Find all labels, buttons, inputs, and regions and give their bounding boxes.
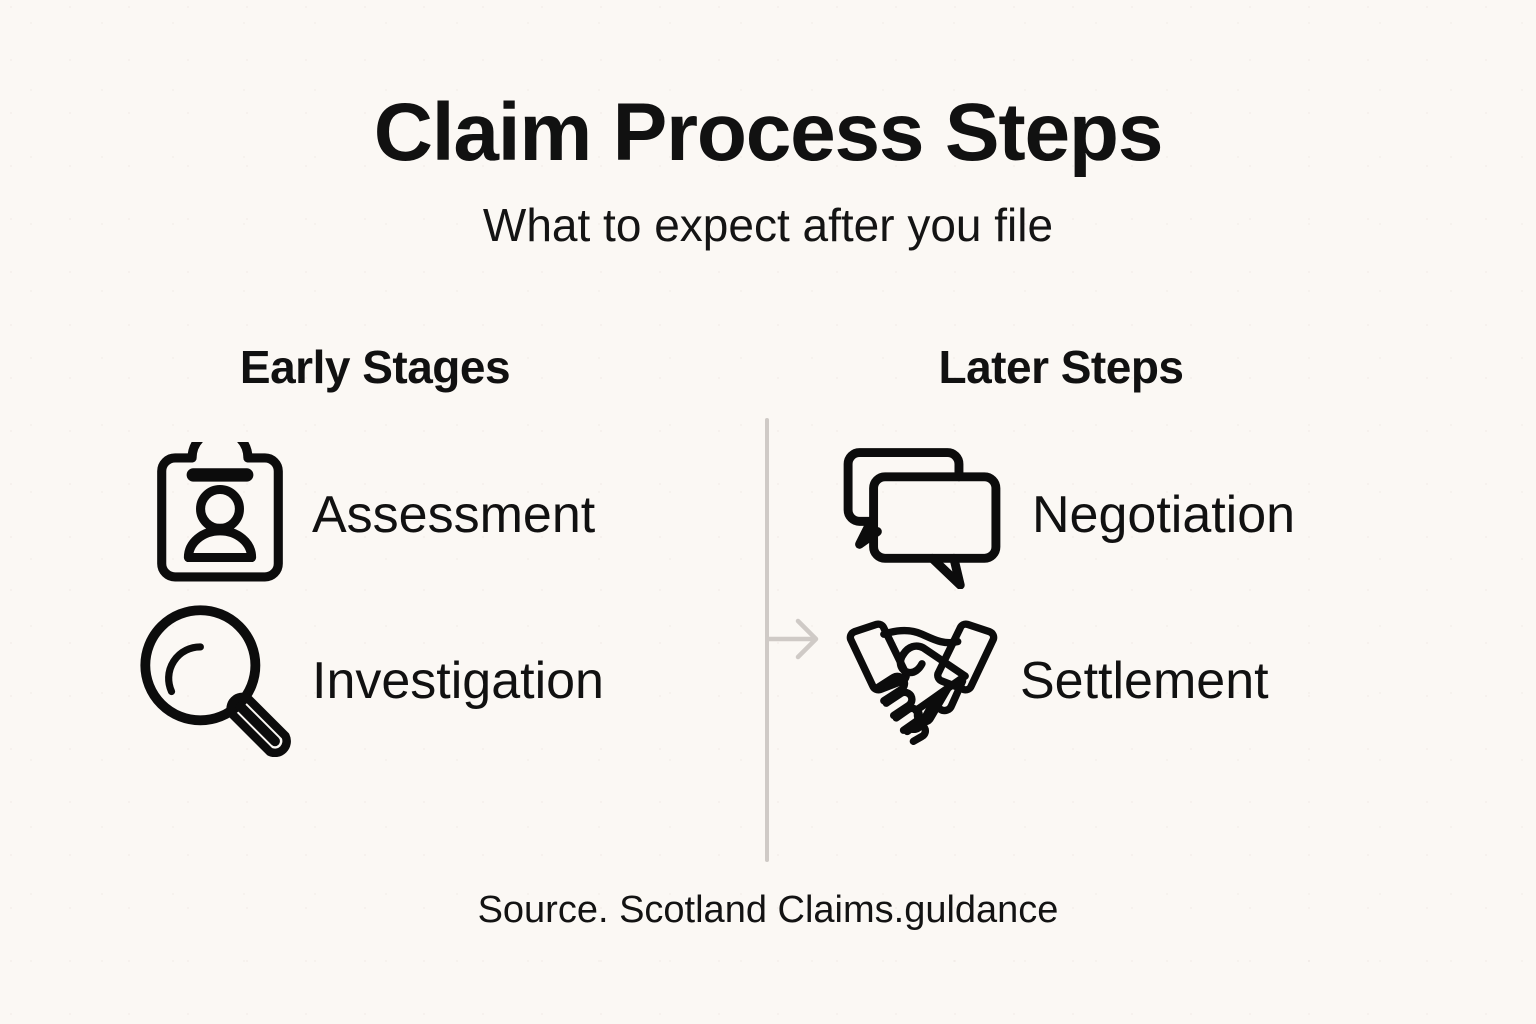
list-item-investigation[interactable]: Investigation	[120, 598, 720, 764]
early-stages-items: Assessment Investi	[120, 432, 720, 764]
column-heading-later-steps: Later Steps	[938, 341, 1184, 393]
list-item-settlement[interactable]: Settlement	[822, 598, 1422, 764]
page-subtitle: What to expect after you file	[482, 199, 1054, 251]
item-label-investigation: Investigation	[312, 652, 604, 710]
handshake-icon	[822, 598, 1022, 764]
arrow-right-icon	[766, 612, 822, 666]
list-item-negotiation[interactable]: Negotiation	[822, 432, 1422, 598]
magnifying-glass-icon	[120, 598, 320, 764]
item-label-negotiation: Negotiation	[1032, 486, 1296, 544]
source-note: Source. Scotland Claims.guldance	[477, 889, 1059, 931]
later-steps-items: Negotiation	[822, 432, 1422, 764]
process-columns: Early Stages	[0, 336, 1536, 876]
column-early-stages: Early Stages	[120, 336, 720, 764]
column-heading-early-stages: Early Stages	[239, 341, 511, 393]
clipboard-person-icon	[120, 432, 320, 598]
page-title: Claim Process Steps	[373, 87, 1164, 178]
item-label-assessment: Assessment	[312, 486, 596, 544]
list-item-assessment[interactable]: Assessment	[120, 432, 720, 598]
column-later-steps: Later Steps Negotiat	[822, 336, 1422, 764]
speech-bubbles-icon	[822, 432, 1022, 598]
item-label-settlement: Settlement	[1020, 652, 1269, 710]
poster-header: Claim Process Steps What to expect after…	[0, 87, 1536, 251]
poster-footer: Source. Scotland Claims.guldance	[0, 888, 1536, 934]
